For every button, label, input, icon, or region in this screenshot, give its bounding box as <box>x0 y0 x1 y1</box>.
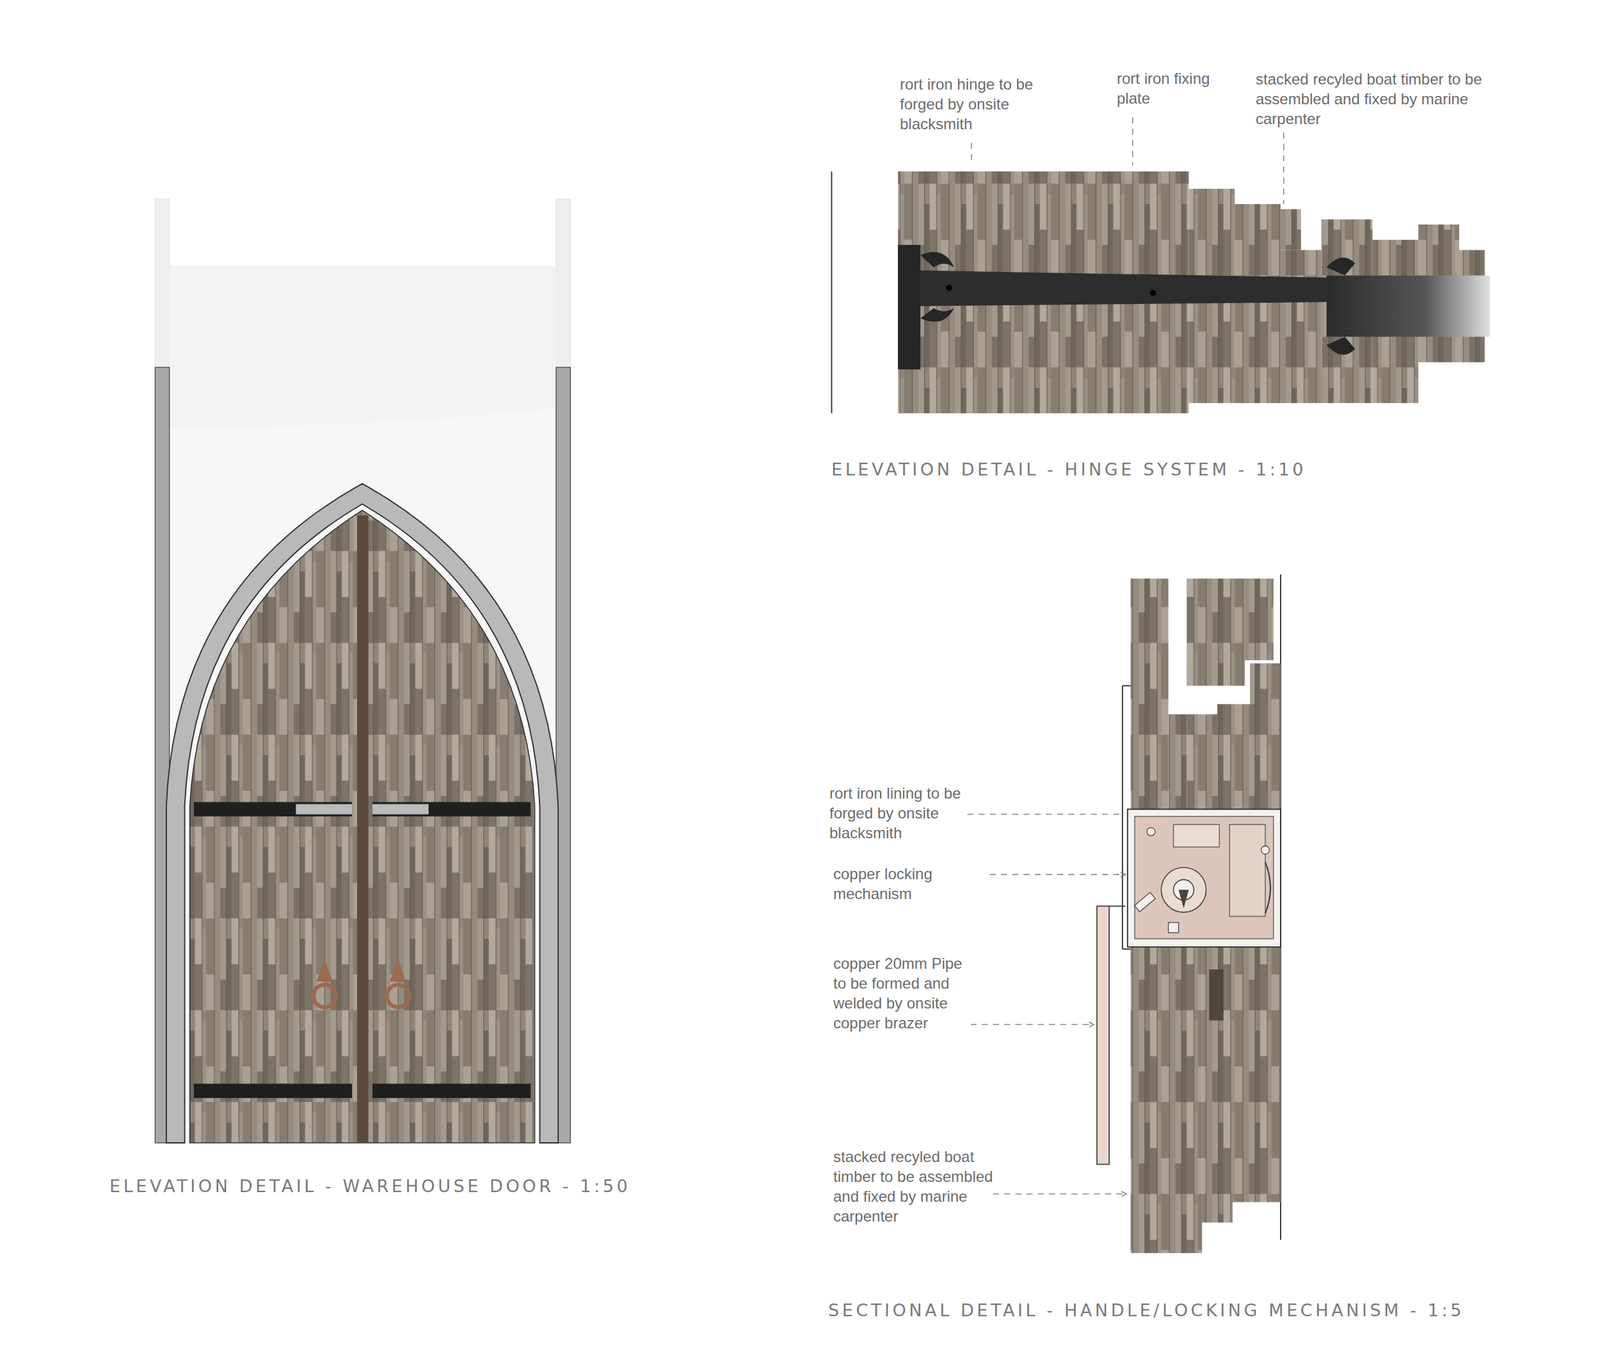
callout-note: copper locking mechanism <box>833 864 971 904</box>
callout-note: rort iron fixing plate <box>1116 68 1220 109</box>
leader-lines <box>959 117 1284 1194</box>
drawing-title: ELEVATION DETAIL - HINGE SYSTEM - 1:10 <box>831 459 1307 480</box>
callout-note: stacked recyled boat timber to be assemb… <box>1255 69 1525 129</box>
drawing-title: ELEVATION DETAIL - WAREHOUSE DOOR - 1:50 <box>109 1176 631 1197</box>
callout-note: copper 20mm Pipe to be formed and welded… <box>833 953 971 1033</box>
door-elevation <box>154 199 571 1144</box>
lock-section <box>1096 574 1281 1254</box>
callout-note: stacked recyled boat timber to be assemb… <box>833 1146 994 1227</box>
callout-note: rort iron hinge to be forged by onsite b… <box>899 74 1060 134</box>
drawing-title: SECTIONAL DETAIL - HANDLE/LOCKING MECHAN… <box>828 1300 1465 1321</box>
callout-note: rort iron lining to be forged by onsite … <box>829 783 968 843</box>
hinge-elevation <box>831 171 1490 414</box>
